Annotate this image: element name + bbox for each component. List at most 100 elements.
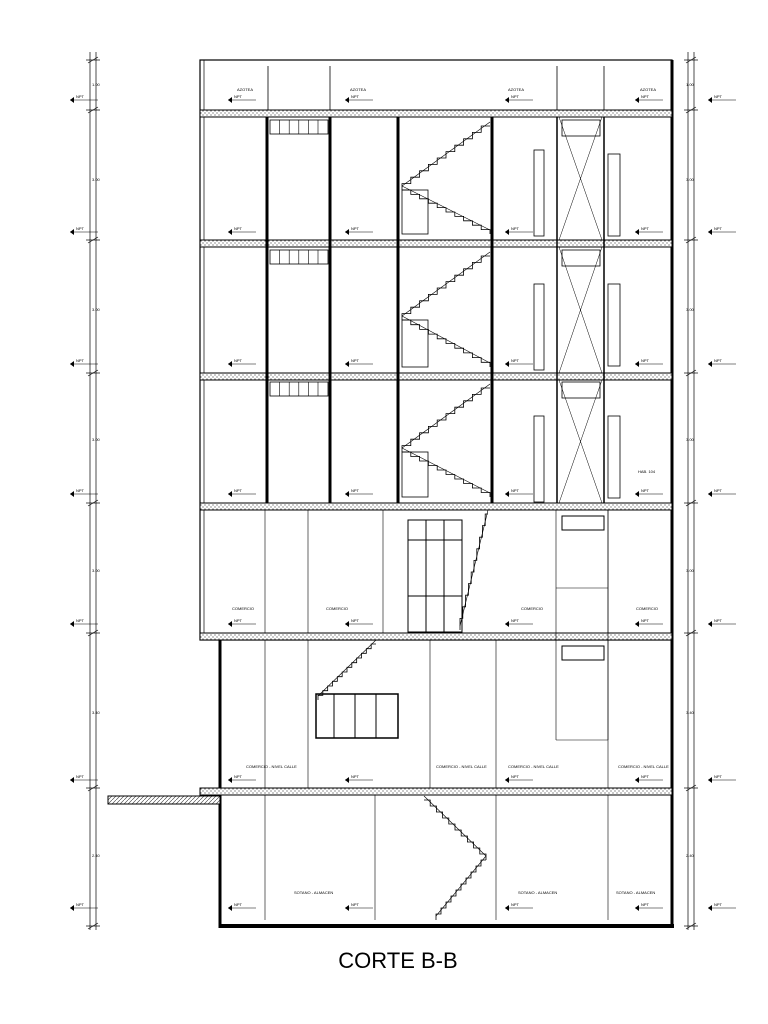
level-mark-label: NPT — [511, 774, 520, 779]
level-mark-label: NPT — [76, 226, 85, 231]
dimension-slash — [87, 236, 99, 244]
level-mark-label: NPT — [714, 488, 723, 493]
level-mark: NPT — [708, 94, 736, 103]
level-mark-label: NPT — [511, 94, 520, 99]
stair-landing — [401, 189, 429, 235]
dim-right-2: 3.00 — [686, 177, 695, 182]
level-mark-label: NPT — [511, 902, 520, 907]
stair-flight — [424, 799, 487, 860]
right-dimension-line — [687, 52, 695, 930]
label-azotea-1: AZOTEA — [237, 87, 253, 92]
light-shaft — [558, 116, 603, 504]
level-mark: NPT — [228, 618, 256, 627]
stair-flight — [401, 387, 490, 452]
stair-rail — [423, 795, 487, 857]
label-azotea-4: AZOTEA — [640, 87, 656, 92]
dim-right-7: 2.40 — [686, 853, 695, 858]
building-outline — [199, 59, 674, 928]
stair-flight — [459, 513, 488, 630]
dimension-slash — [685, 499, 697, 507]
level-mark-label: NPT — [76, 488, 85, 493]
level-mark: NPT — [70, 618, 98, 627]
label-sotano-1: SOTANO - ALMACEN — [294, 890, 333, 895]
level-mark-label: NPT — [351, 774, 360, 779]
level-mark: NPT — [505, 226, 533, 235]
level-mark: NPT — [635, 902, 663, 911]
dimension-slash — [685, 922, 697, 930]
stair-flight — [401, 255, 490, 320]
stair-flight — [402, 189, 491, 234]
level-mark: NPT — [345, 488, 373, 497]
dimension-slash — [87, 369, 99, 377]
level-mark: NPT — [505, 358, 533, 367]
dimension-slash — [685, 369, 697, 377]
level-mark: NPT — [708, 902, 736, 911]
stair-rail — [401, 447, 491, 494]
level-mark: NPT — [228, 358, 256, 367]
level-mark-label: NPT — [351, 618, 360, 623]
level-mark-label: NPT — [511, 358, 520, 363]
level-mark: NPT — [70, 358, 98, 367]
label-comercio-2: COMERCIO — [326, 606, 348, 611]
stair-rail — [401, 121, 491, 187]
level-mark-label: NPT — [351, 488, 360, 493]
dim-left-5: 3.00 — [92, 568, 101, 573]
level-mark-label: NPT — [76, 94, 85, 99]
dimension-slash — [87, 629, 99, 637]
level-mark: NPT — [345, 774, 373, 783]
stair-landing — [401, 319, 429, 368]
level-mark: NPT — [635, 226, 663, 235]
dimension-slash — [87, 784, 99, 792]
stair-flight — [402, 319, 491, 367]
level-mark-label: NPT — [641, 488, 650, 493]
left-dimension-line — [89, 52, 97, 930]
level-mark-label: NPT — [234, 774, 243, 779]
level-mark: NPT — [708, 488, 736, 497]
level-mark-label: NPT — [714, 902, 723, 907]
label-azotea-3: AZOTEA — [508, 87, 524, 92]
commercial-walls — [264, 510, 609, 920]
level-mark: NPT — [228, 902, 256, 911]
level-mark-label: NPT — [641, 902, 650, 907]
level-mark: NPT — [708, 358, 736, 367]
level-mark-label: NPT — [511, 226, 520, 231]
level-mark: NPT — [345, 358, 373, 367]
dim-left-3: 3.00 — [92, 307, 101, 312]
level-mark: NPT — [635, 488, 663, 497]
dim-right-4: 3.00 — [686, 437, 695, 442]
level-mark-label: NPT — [234, 488, 243, 493]
dimension-slash — [685, 629, 697, 637]
dim-left-1: 1.00 — [92, 82, 101, 87]
label-hab: HAB. 104 — [638, 469, 656, 474]
level-mark: NPT — [635, 94, 663, 103]
level-mark-label: NPT — [234, 902, 243, 907]
level-mark-label: NPT — [234, 358, 243, 363]
stair-rail — [435, 855, 487, 917]
level-mark-label: NPT — [351, 902, 360, 907]
stair-rail — [401, 383, 491, 449]
level-mark-label: NPT — [76, 358, 85, 363]
level-mark-label: NPT — [76, 902, 85, 907]
level-mark: NPT — [635, 774, 663, 783]
stair-flight — [401, 125, 490, 190]
stair-rail — [401, 315, 491, 364]
label-comercio-4: COMERCIO — [636, 606, 658, 611]
dim-right-6: 3.40 — [686, 710, 695, 715]
level-mark: NPT — [70, 226, 98, 235]
level-mark: NPT — [505, 774, 533, 783]
level-mark: NPT — [228, 774, 256, 783]
dimension-slash — [685, 106, 697, 114]
label-comercio-1: COMERCIO — [232, 606, 254, 611]
level-mark-label: NPT — [511, 618, 520, 623]
dimension-slash — [685, 56, 697, 64]
upper-windows — [269, 119, 621, 503]
label-comercio-calle-4: COMERCIO - NIVEL CALLE — [618, 764, 669, 769]
level-mark-label: NPT — [351, 94, 360, 99]
level-mark: NPT — [228, 226, 256, 235]
dimension-slash — [87, 56, 99, 64]
level-mark: NPT — [70, 774, 98, 783]
level-mark: NPT — [70, 902, 98, 911]
level-mark-label: NPT — [351, 358, 360, 363]
level-mark-label: NPT — [714, 618, 723, 623]
level-mark: NPT — [345, 902, 373, 911]
